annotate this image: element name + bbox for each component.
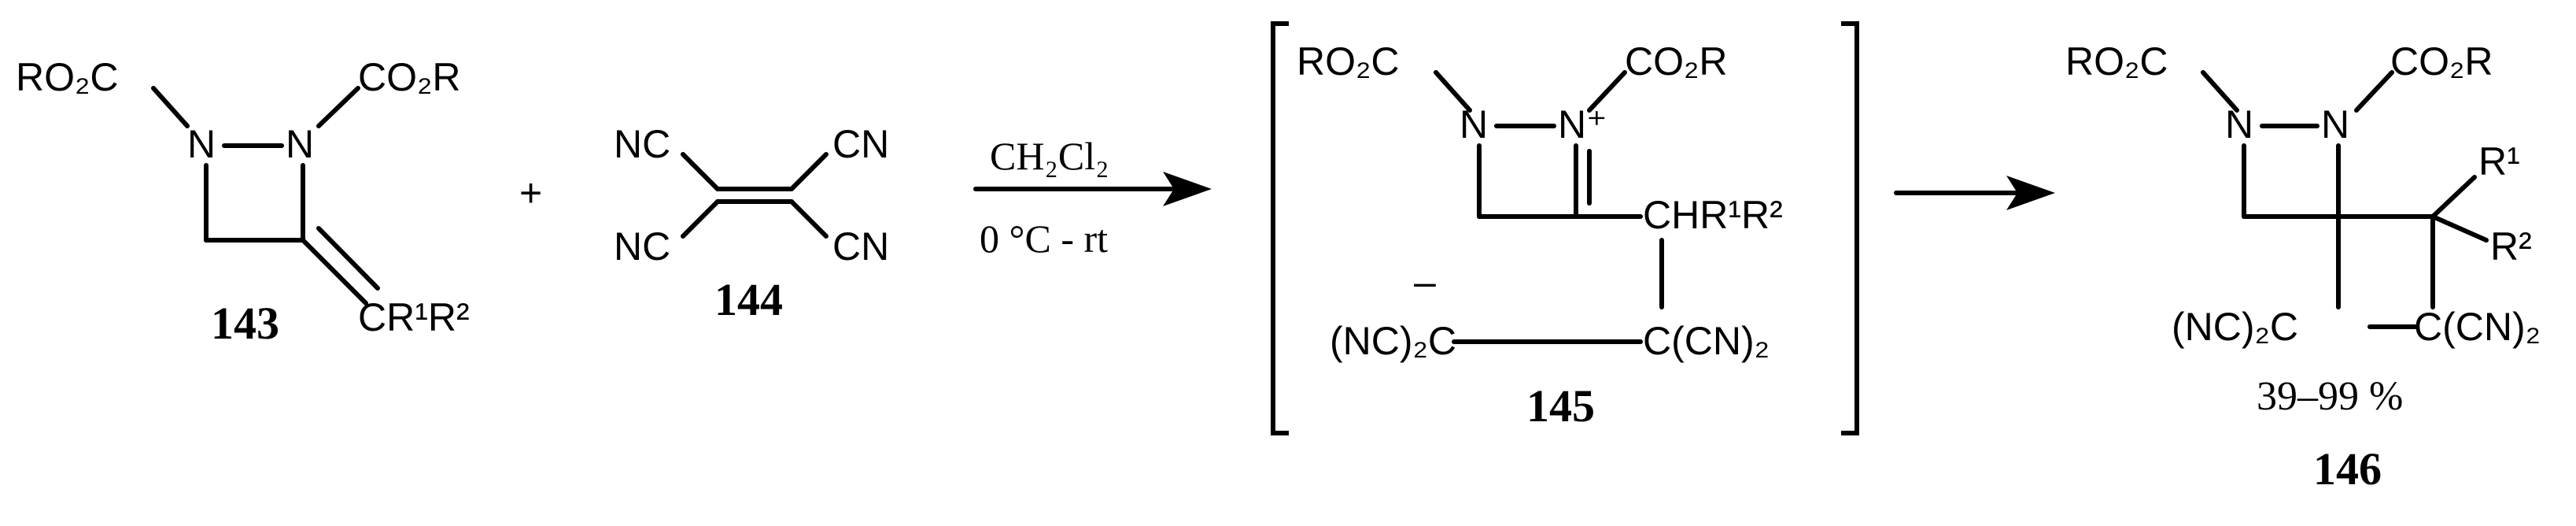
conditions-temperature: 0 °C - rt	[980, 217, 1108, 261]
145-compound-number: 145	[1526, 380, 1595, 432]
144-compound-number: 144	[714, 274, 783, 325]
143-n2: N	[286, 122, 314, 166]
146-compound-number: 146	[2313, 443, 2382, 495]
144-cn-bottom-right: CN	[832, 224, 889, 269]
145-dicyano-carbon: C(CN)₂	[1643, 319, 1770, 363]
146-left-ester: RO₂C	[2065, 39, 2168, 83]
144-bond	[681, 199, 720, 239]
146-n2: N	[2321, 102, 2349, 146]
143-left-ester: RO₂C	[16, 55, 119, 99]
146-bond	[2430, 214, 2489, 243]
146-left-dicyano: (NC)₂C	[2172, 305, 2298, 349]
143-right-ester: CO₂R	[358, 55, 461, 99]
arrow-head	[1163, 172, 1212, 206]
143-n1: N	[187, 122, 216, 166]
144-bond	[681, 152, 720, 191]
146-n1: N	[2225, 102, 2253, 146]
145-n-plus: N⁺	[1558, 102, 1607, 146]
146-right-ester: CO₂R	[2390, 39, 2493, 83]
144-nc-top-left: NC	[614, 122, 670, 166]
146-bond	[2201, 70, 2239, 113]
plus-sign: +	[519, 171, 542, 215]
left-bracket	[1271, 21, 1289, 435]
reaction-arrow-2	[1894, 176, 2055, 210]
conditions-solvent: CH₂Cl₂	[990, 134, 1109, 178]
145-left-ester: RO₂C	[1297, 39, 1400, 83]
intermediate-145: RO₂C CO₂R N N⁺ CHR¹R² – (NC)₂C C(CN)₂ 14…	[1271, 21, 1859, 435]
145-side-group: CHR¹R²	[1643, 193, 1783, 237]
right-bracket	[1841, 21, 1859, 435]
product-146: RO₂C CO₂R N N R¹ R² (NC)₂C C(CN)₂ 39–99 …	[2065, 39, 2541, 495]
144-bond	[789, 152, 829, 191]
145-right-ester: CO₂R	[1625, 39, 1728, 83]
145-anion-minus: –	[1414, 260, 1436, 304]
144-cn-top-right: CN	[832, 122, 889, 166]
143-alkylidene: CR¹R²	[358, 295, 470, 339]
reaction-arrow-1: CH₂Cl₂ 0 °C - rt	[973, 134, 1212, 261]
143-bond	[316, 86, 360, 128]
145-bond	[1587, 70, 1627, 113]
143-bond	[151, 86, 190, 128]
143-exo-double-bond	[301, 238, 368, 306]
144-bond	[789, 199, 829, 239]
144-nc-bottom-left: NC	[614, 224, 670, 269]
143-exo-double-bond	[316, 226, 380, 291]
143-compound-number: 143	[211, 298, 279, 349]
146-r1: R¹	[2478, 139, 2520, 183]
145-n-left: N	[1460, 102, 1488, 146]
145-carbanion: (NC)₂C	[1330, 319, 1456, 363]
146-r2: R²	[2490, 224, 2532, 269]
145-bond	[1434, 70, 1472, 113]
arrow-head	[2006, 176, 2055, 210]
146-bond	[2354, 70, 2394, 113]
146-right-dicyano: C(CN)₂	[2414, 305, 2541, 349]
146-bond	[2430, 175, 2477, 219]
compound-144: NC CN NC CN 144	[614, 122, 889, 325]
146-yield: 39–99 %	[2257, 374, 2403, 419]
compound-143: RO₂C CO₂R N N CR¹R² 143	[16, 55, 470, 349]
